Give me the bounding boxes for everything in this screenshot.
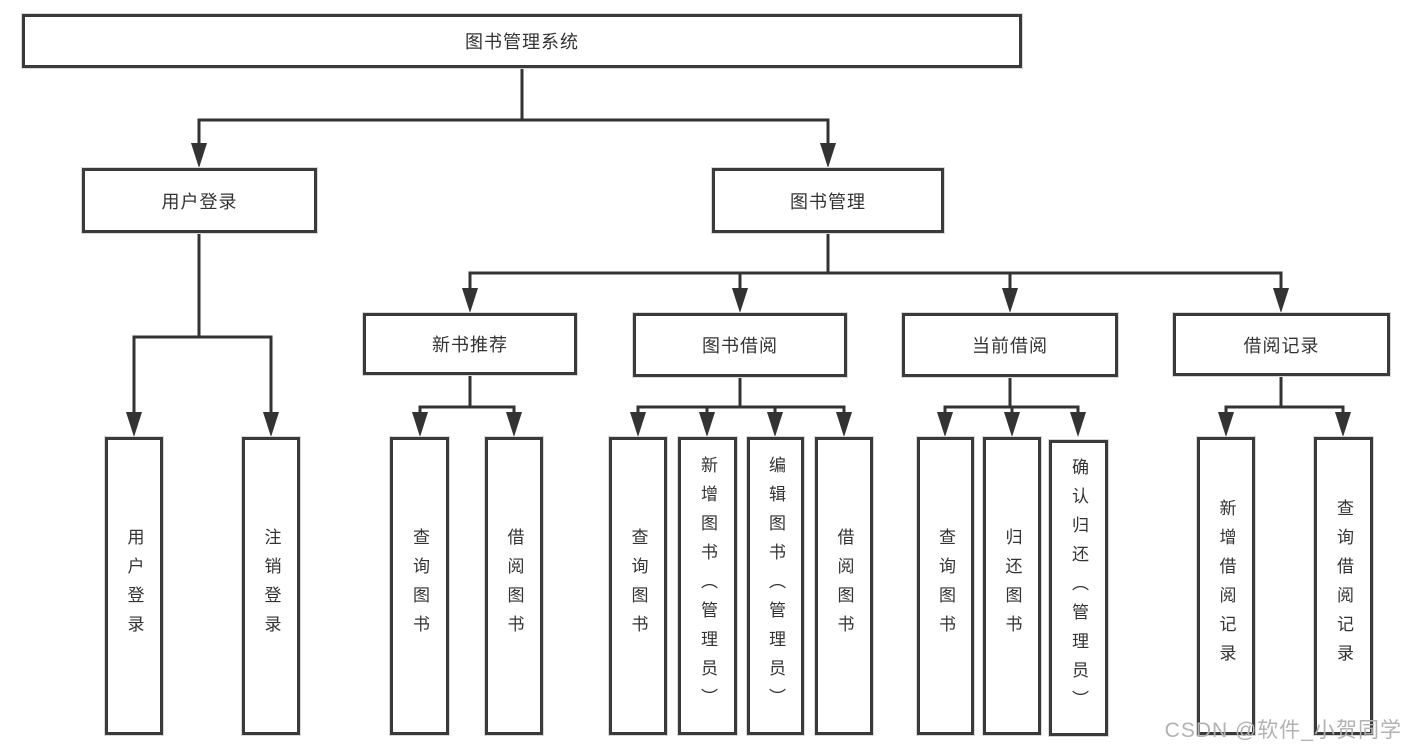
arrowhead-icon	[836, 412, 852, 437]
diagram-node-recd-add: 新增借阅记录	[1197, 437, 1255, 735]
node-label: 查询图书	[936, 528, 955, 644]
diagram-node-mgmt: 图书管理	[712, 168, 944, 233]
arrowhead-icon	[506, 412, 522, 437]
node-label: 归还图书	[1002, 528, 1022, 644]
node-label: 图书管理系统	[465, 32, 579, 52]
node-label: 编辑图书（管理员）	[766, 455, 785, 717]
node-label: 借阅图书	[504, 528, 524, 644]
arrowhead-icon	[1070, 412, 1086, 437]
diagram-node-cur-query: 查询图书	[917, 437, 974, 735]
diagram-node-cur-confirm: 确认归还（管理员）	[1049, 440, 1108, 736]
arrowhead-icon	[699, 412, 715, 437]
arrowhead-icon	[1218, 412, 1234, 437]
diagram-node-rec: 新书推荐	[363, 313, 577, 375]
diagram-node-cur-return: 归还图书	[983, 437, 1041, 735]
diagram-node-bor-borrow: 借阅图书	[815, 437, 873, 735]
arrowhead-icon	[462, 288, 478, 313]
diagram-node-recd-query: 查询借阅记录	[1314, 437, 1373, 735]
node-label: 图书管理	[790, 191, 866, 212]
diagram-node-bor-query: 查询图书	[609, 437, 667, 735]
node-label: 新增图书（管理员）	[698, 455, 717, 717]
arrowhead-icon	[1335, 412, 1351, 437]
node-label: 确认归还（管理员）	[1069, 457, 1088, 719]
diagram-node-logout: 注销登录	[242, 437, 300, 735]
arrowhead-icon	[630, 412, 646, 437]
diagram-node-rec-borrow: 借阅图书	[485, 437, 543, 735]
node-label: 借阅记录	[1243, 335, 1320, 356]
arrowhead-icon	[1273, 288, 1289, 313]
diagram-node-records: 借阅记录	[1173, 313, 1390, 376]
arrowhead-icon	[263, 412, 279, 437]
arrowhead-icon	[1002, 288, 1018, 313]
arrowhead-icon	[937, 412, 953, 437]
arrowhead-icon	[732, 288, 748, 313]
arrowhead-icon	[412, 412, 428, 437]
node-label: 查询图书	[410, 528, 429, 644]
arrowhead-icon	[126, 412, 142, 437]
diagram-node-borrow: 图书借阅	[633, 313, 847, 377]
node-label: 借阅图书	[834, 528, 854, 644]
diagram-node-user-login: 用户登录	[105, 437, 163, 735]
node-label: 查询图书	[628, 528, 648, 644]
node-label: 图书借阅	[702, 336, 778, 356]
node-label: 当前借阅	[972, 336, 1048, 356]
arrowhead-icon	[767, 412, 783, 437]
node-label: 新书推荐	[432, 335, 508, 355]
diagram-node-login: 用户登录	[82, 168, 317, 233]
node-label: 查询借阅记录	[1334, 499, 1353, 673]
arrowhead-icon	[191, 143, 207, 168]
node-label: 用户登录	[124, 528, 144, 644]
arrowhead-icon	[820, 143, 836, 168]
arrowhead-icon	[1004, 412, 1020, 437]
diagram-node-root: 图书管理系统	[22, 14, 1022, 68]
node-label: 新增借阅记录	[1216, 499, 1236, 673]
diagram-node-bor-edit: 编辑图书（管理员）	[747, 437, 804, 735]
diagram-node-rec-query: 查询图书	[390, 437, 449, 735]
watermark: CSDN @软件_小贺同学	[1164, 719, 1402, 742]
node-label: 用户登录	[161, 191, 238, 212]
diagram-node-bor-add: 新增图书（管理员）	[678, 437, 737, 735]
diagram-node-current: 当前借阅	[902, 313, 1118, 377]
node-label: 注销登录	[261, 528, 281, 644]
